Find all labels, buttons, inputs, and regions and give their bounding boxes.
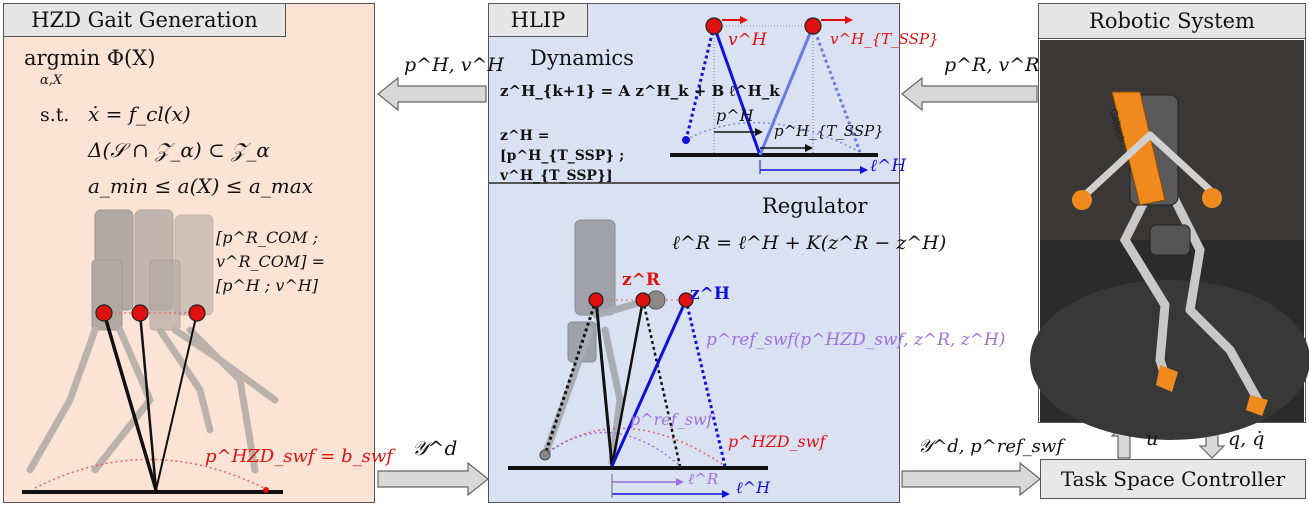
label-u: u: [1146, 428, 1159, 450]
hzd-constraint-3: a_min ≤ a(X) ≤ a_max: [88, 174, 313, 198]
hlip-pH-ssp-label: p^H_{T_SSP}: [774, 122, 884, 140]
regulator-lR: ℓ^R: [688, 470, 719, 488]
task-space-controller: Task Space Controller: [1040, 459, 1306, 499]
hlip-com-1: [705, 17, 723, 35]
regulator-phzd: p^HZD_swf: [728, 432, 826, 451]
robot-title: Robotic System: [1038, 3, 1306, 39]
label-yd-pref: 𝒴^d, p^ref_swf: [918, 436, 1063, 457]
hlip-dynamics-eq: z^H_{k+1} = A z^H_k + B ℓ^H_k: [500, 82, 780, 100]
hlip-title: HLIP: [488, 3, 588, 37]
label-q-qdot: q, q̇: [1228, 428, 1265, 450]
hlip-vH-ssp-label: v^H_{T_SSP}: [830, 30, 939, 48]
hzd-panel: [3, 3, 375, 503]
hlip-lH-label: ℓ^H: [870, 156, 907, 176]
hzd-com-mapping: [p^R_COM ; v^R_COM] = [p^H ; v^H]: [216, 228, 325, 295]
regulator-com-R: [635, 292, 651, 308]
regulator-com-1: [588, 292, 604, 308]
hzd-com-2: [131, 304, 149, 322]
regulator-pref: p^ref_swf: [630, 410, 713, 429]
hlip-orbit: [685, 121, 861, 153]
hlip-dynamics-label: Dynamics: [530, 46, 634, 70]
label-pH-vH: p^H, v^H: [404, 54, 504, 76]
regulator-pref-function: p^ref_swf(p^HZD_swf, z^R, z^H): [706, 330, 1006, 350]
hzd-com-1: [95, 304, 113, 322]
hzd-com-3: [188, 304, 206, 322]
regulator-title: Regulator: [762, 194, 868, 218]
regulator-panel: [488, 183, 900, 503]
robot-photo: [1030, 40, 1309, 440]
hzd-st: s.t.: [40, 104, 70, 126]
hzd-argmin: argmin Φ(X): [24, 46, 156, 70]
hzd-argmin-sub: α,X: [40, 73, 63, 88]
regulator-com-H: [678, 292, 694, 308]
regulator-zH: z^H: [690, 284, 730, 304]
hzd-swing-arc: [34, 458, 269, 491]
hlip-pH-label: p^H: [716, 106, 754, 125]
label-yd: 𝒴^d: [412, 436, 458, 460]
hzd-title: HZD Gait Generation: [3, 3, 286, 37]
hzd-legs: [102, 312, 198, 491]
hzd-robot-ghosts: [26, 209, 279, 474]
hzd-constraint-2: Δ(𝒮 ∩ 𝒵_α) ⊂ 𝒵_α: [88, 138, 270, 162]
arrow-to-hzd: [377, 76, 487, 112]
label-pR-vR: p^R, v^R: [944, 54, 1040, 76]
regulator-eq: ℓ^R = ℓ^H + K(z^R − z^H): [672, 232, 947, 254]
arrow-from-robot: [901, 76, 1038, 112]
arrow-hzd-to-regulator: [377, 461, 489, 497]
hlip-state-def: z^H = [p^H_{T_SSP} ; v^H_{T_SSP}]: [500, 128, 625, 184]
regulator-lH: ℓ^H: [736, 478, 771, 497]
hzd-constraint-1: ẋ = f_cl(x): [88, 102, 191, 126]
regulator-zR: z^R: [622, 270, 661, 290]
arrow-regulator-to-controller: [901, 461, 1041, 497]
hlip-stance-leg: [712, 25, 762, 156]
regulator-hlip-leg: [610, 299, 688, 467]
hlip-com-2: [804, 17, 822, 35]
hzd-swf-label: p^HZD_swf = b_swf: [205, 446, 393, 467]
hlip-vH-label: v^H: [728, 30, 767, 50]
